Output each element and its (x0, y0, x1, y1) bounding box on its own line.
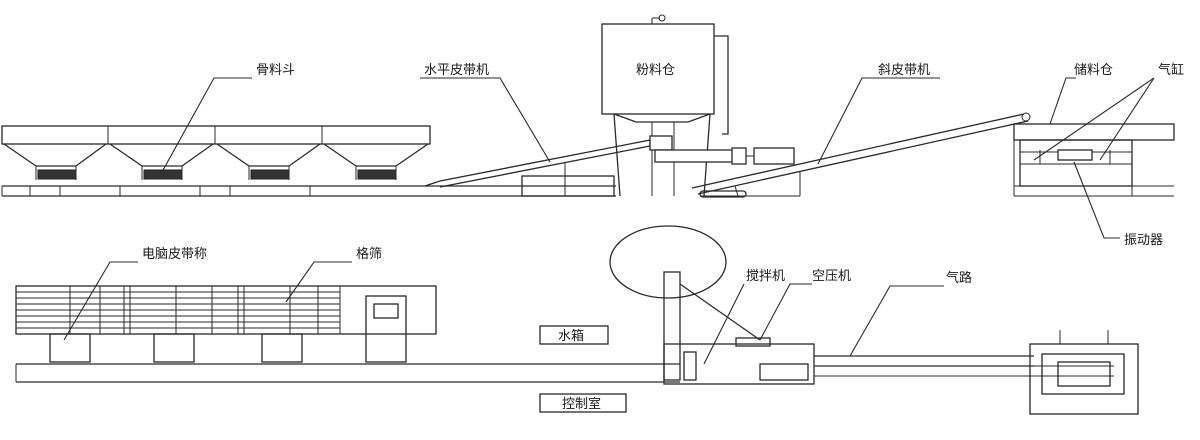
hopper-gate-4 (357, 169, 397, 180)
label-mixer: 搅拌机 (746, 268, 785, 284)
mixer-hopper (609, 225, 761, 381)
label-air-compressor: 空压机 (812, 269, 851, 284)
label-inclined-belt: 斜皮带机 (878, 63, 930, 78)
hopper-gate-1 (37, 169, 77, 180)
label-powder-silo: 粉料仓 (636, 63, 675, 78)
vibrator-box (1057, 149, 1093, 161)
label-water-tank: 水箱 (558, 328, 584, 344)
mixer (663, 337, 1034, 385)
label-vibrator: 振动器 (1124, 233, 1163, 248)
powder-silo (601, 14, 795, 197)
label-grid-screen: 格筛 (356, 246, 382, 262)
storage-bin (1013, 123, 1175, 197)
label-air-cylinder: 气缸 (1158, 62, 1184, 78)
label-aggregate-hopper: 骨料斗 (256, 63, 295, 78)
hopper-gate-2 (143, 169, 183, 180)
aggregate-hoppers (1, 125, 616, 197)
grid-screen-unit (15, 285, 680, 383)
label-storage-bin: 储料仓 (1074, 63, 1113, 78)
label-air-line: 气路 (946, 270, 972, 286)
labels: 骨料斗 水平皮带机 粉料仓 斜皮带机 储料仓 气缸 振动器 电脑皮带称 格筛 搅… (142, 62, 1184, 412)
inclined-belt-conveyor (691, 112, 1031, 198)
discharge-unit (1029, 330, 1139, 415)
control-room-box (539, 393, 627, 413)
hopper-gate-3 (250, 169, 290, 180)
label-control-room: 控制室 (562, 396, 601, 412)
water-tank-box (539, 325, 609, 345)
label-electronic-belt-scale: 电脑皮带称 (142, 247, 207, 262)
label-horizontal-belt: 水平皮带机 (424, 63, 489, 78)
leader-lines (63, 77, 1155, 365)
